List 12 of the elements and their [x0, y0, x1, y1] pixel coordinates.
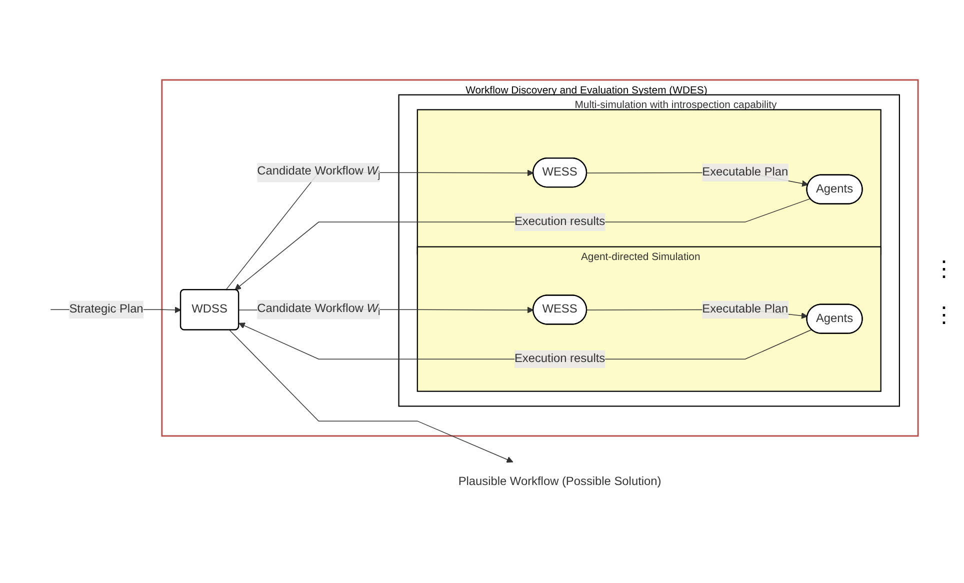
edge-label: Executable Plan [702, 303, 788, 316]
edge-label: Candidate Workflow W$_{j}$ [257, 166, 380, 181]
arrow [229, 330, 514, 464]
ellipsis-dots: ⋮ [933, 256, 955, 282]
edge-label: Executable Plan [702, 166, 788, 179]
node-text: Plausible Workflow (Possible Solution) [458, 476, 662, 488]
arrow [234, 198, 811, 291]
edge-label: Execution results [514, 216, 606, 228]
edge-label: Candidate Workflow W$_{i}$ [257, 302, 380, 318]
ellipsis-dots: ⋮ [933, 302, 955, 328]
edge-label: Execution results [514, 352, 606, 366]
edge-label: Strategic Plan [69, 303, 144, 316]
